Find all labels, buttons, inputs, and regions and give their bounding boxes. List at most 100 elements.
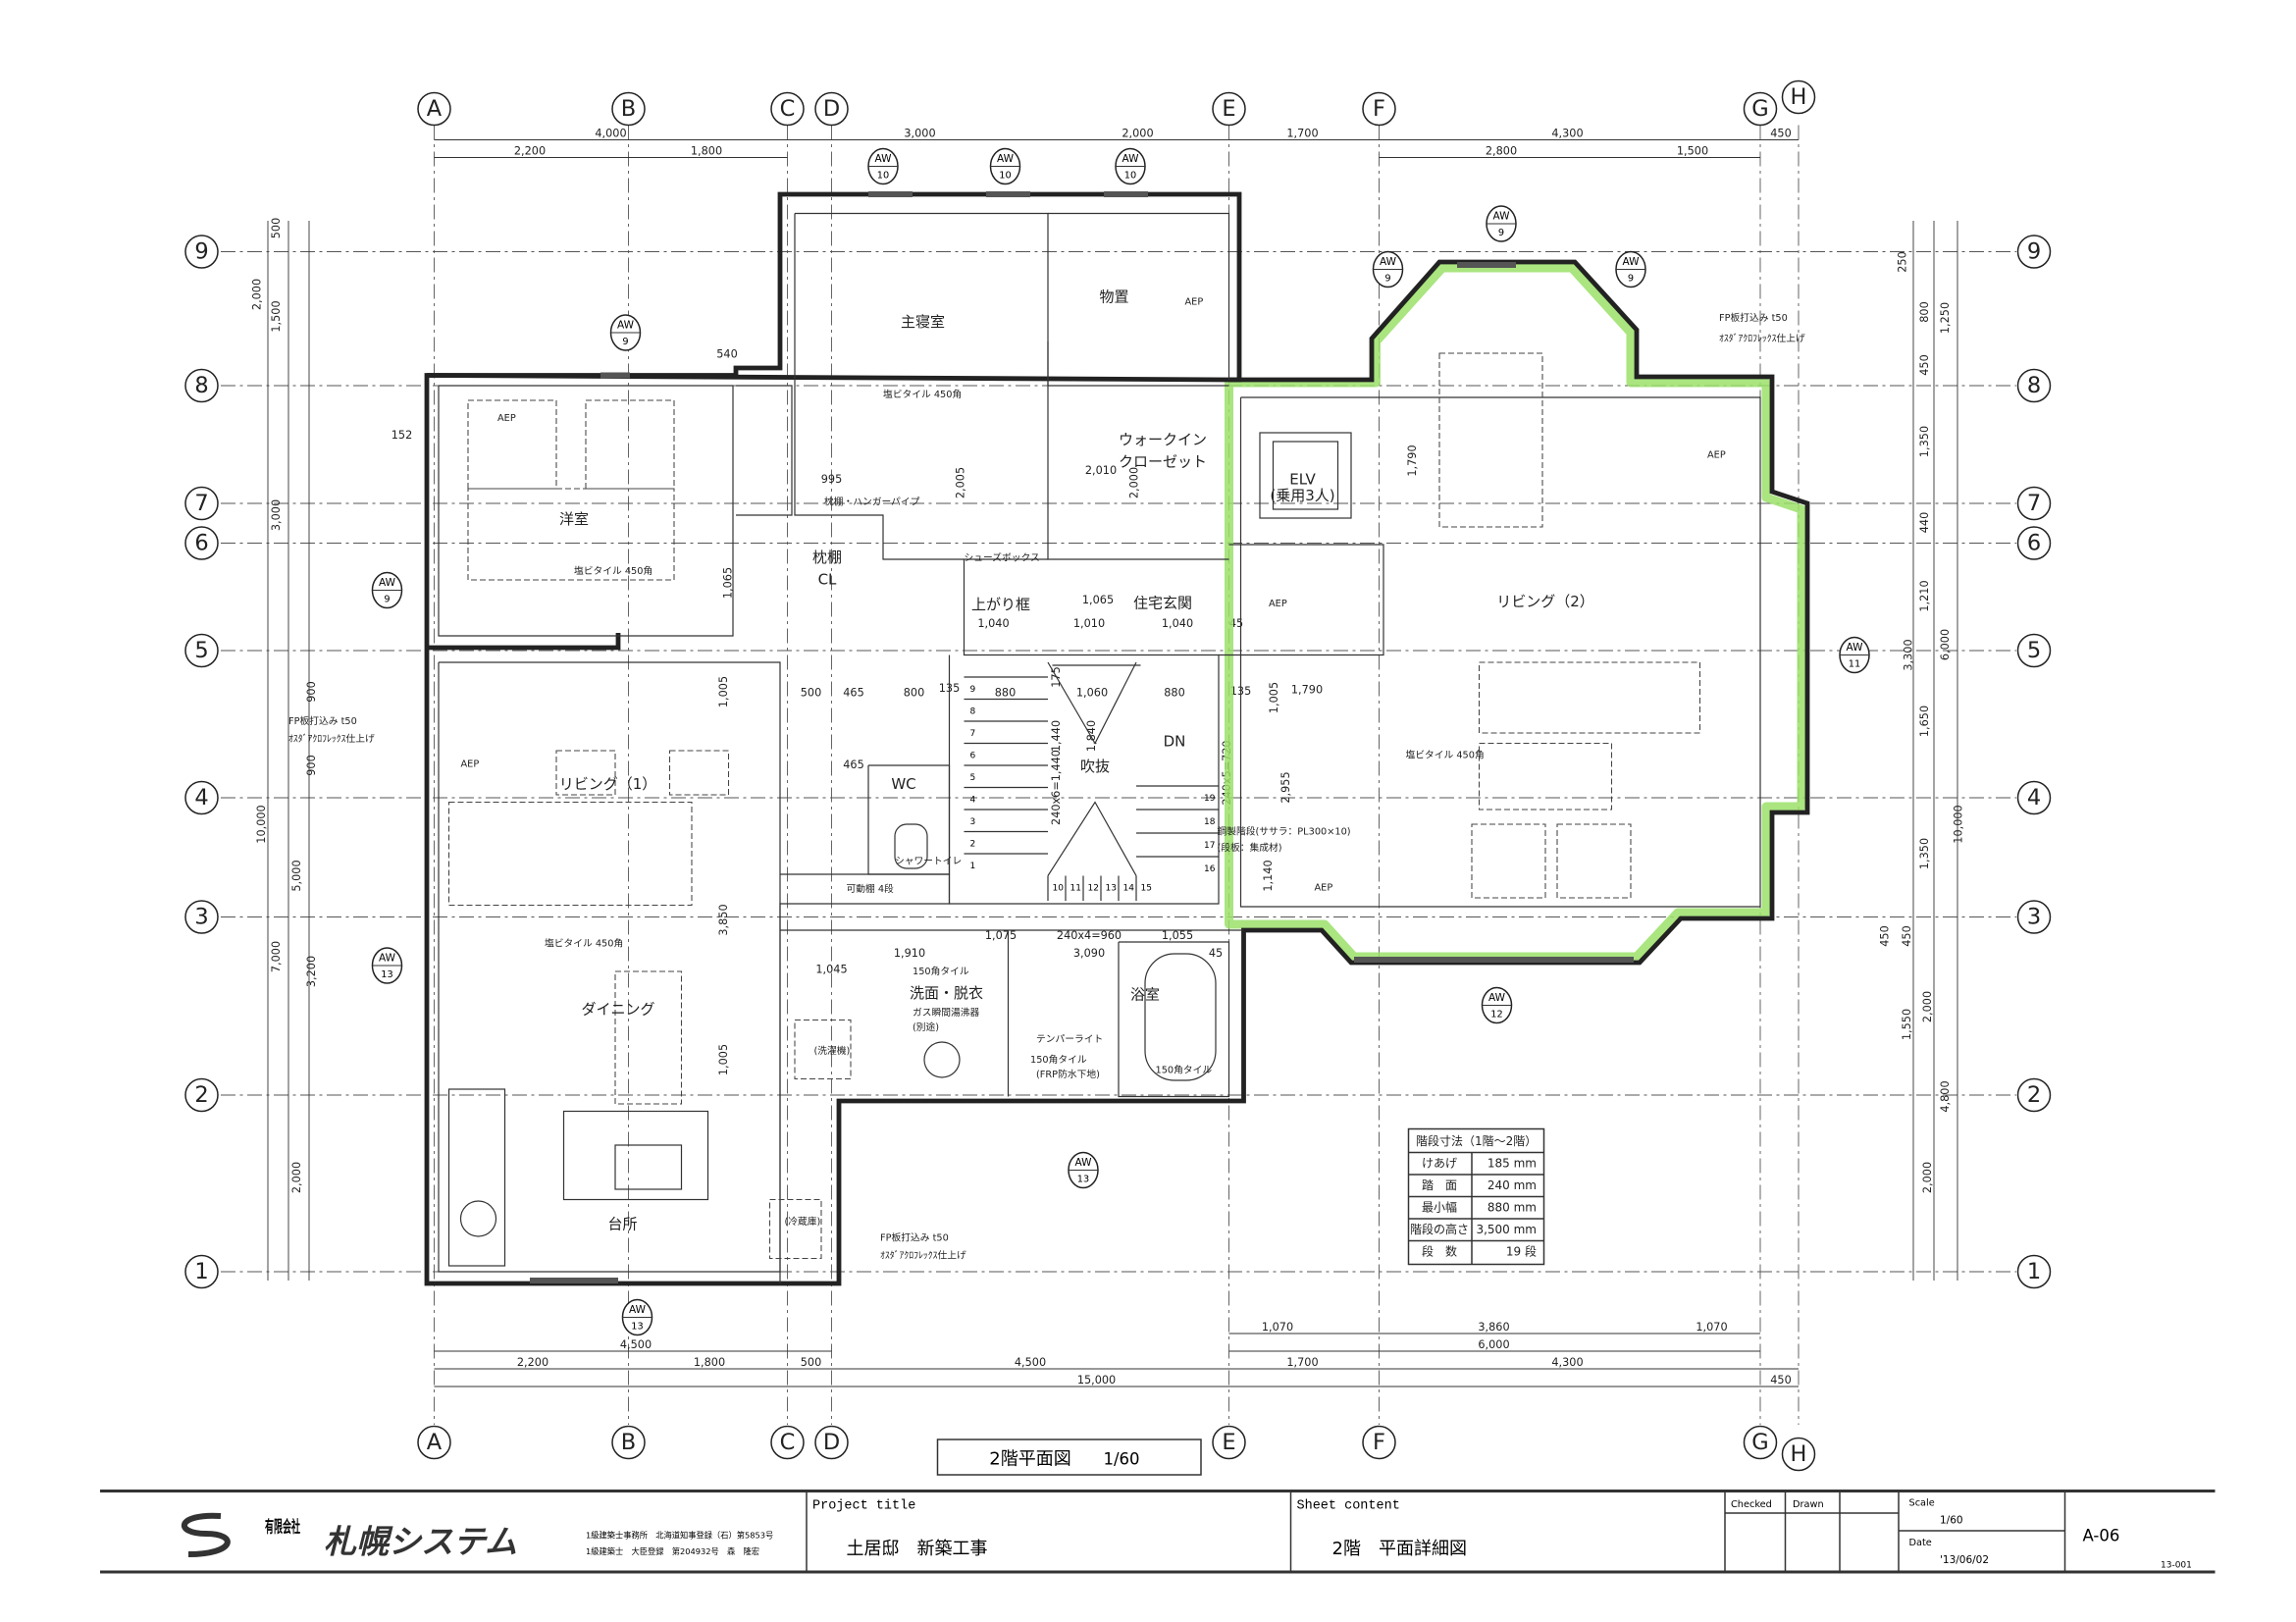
dimension-label: 10,000 xyxy=(1953,805,1965,843)
fixtures xyxy=(447,352,1701,1267)
window-type: AW xyxy=(1847,642,1864,654)
annotation: ガス瞬間湯沸器 xyxy=(913,1006,979,1019)
dimension-label: 1,650 xyxy=(1918,706,1931,737)
grid-bubble xyxy=(611,91,646,127)
dimension-label: 440 xyxy=(1918,512,1931,533)
grid-bubble-label: 4 xyxy=(194,785,208,811)
window-type: AW xyxy=(379,577,396,589)
window-type: AW xyxy=(629,1304,647,1316)
annotation: 塩ビタイル 450角 xyxy=(574,564,652,577)
grid-bubble xyxy=(1362,1425,1396,1460)
window-number: 10 xyxy=(999,171,1011,182)
date-value: '13/06/02 xyxy=(1940,1554,1989,1566)
annotation: ｵｽﾀﾞｱｸﾛﾌﾚｯｸｽ仕上げ xyxy=(1719,332,1805,344)
sink xyxy=(614,1144,683,1190)
window-opening xyxy=(986,191,1030,197)
dimension-label: 1,055 xyxy=(1162,929,1193,942)
grid-bubble xyxy=(1743,91,1778,127)
room-label: 物置 xyxy=(1099,288,1128,306)
stair-step-number: 2 xyxy=(970,840,976,850)
stair-step-number: 16 xyxy=(1204,864,1216,874)
dimension-label: 800 xyxy=(1918,301,1931,322)
room-label: 吹抜 xyxy=(1080,758,1110,775)
grid-bubble-label: A xyxy=(427,1430,443,1455)
dimension-label: 450 xyxy=(1770,1374,1791,1387)
stair-table-value: 3,500 mm xyxy=(1476,1223,1537,1236)
dimension-label: 500 xyxy=(270,218,283,238)
dimension-label: 3,850 xyxy=(717,904,730,935)
window-number: 13 xyxy=(1077,1175,1089,1185)
stair-table-value: 880 mm xyxy=(1487,1201,1537,1215)
dimension-label: 450 xyxy=(1901,925,1913,946)
dimension-label: 2,000 xyxy=(1921,991,1934,1022)
dimension-label: 880 xyxy=(995,687,1016,700)
dimension-label: 45 xyxy=(1209,947,1223,960)
title-block: 有限会社 札幌システム 1級建築士事務所 北海道知事登録（石）第5853号 1級… xyxy=(100,1490,2216,1574)
window-number: 9 xyxy=(1384,274,1390,285)
grid-bubble-label: 9 xyxy=(194,239,208,265)
dimension-label: 2,000 xyxy=(1921,1162,1934,1193)
room-label: (乗用3人) xyxy=(1270,487,1334,504)
grid-bubble-label: 4 xyxy=(2027,785,2041,811)
project-title-label: Project title xyxy=(812,1499,915,1514)
grid-bubble xyxy=(1781,1437,1816,1472)
sheet-number: A-06 xyxy=(2083,1527,2120,1545)
grid-bubble-label: 3 xyxy=(194,905,208,930)
window-type: AW xyxy=(1380,256,1397,268)
bathtub xyxy=(1144,953,1217,1081)
dimension-label: 15,000 xyxy=(1077,1374,1116,1387)
dimension-label: 1,065 xyxy=(722,567,735,599)
annotation: 塩ビタイル 450角 xyxy=(545,937,623,950)
dimension-label: 240x6=1,440 xyxy=(1050,750,1063,825)
refrigerator xyxy=(768,1198,822,1260)
dimension-label: 3,200 xyxy=(305,956,318,987)
grid-bubble-label: 1 xyxy=(2027,1259,2041,1284)
stair-step-number: 3 xyxy=(970,817,976,827)
dimension-label: 995 xyxy=(821,473,842,486)
grid-bubble-label: 1 xyxy=(194,1259,208,1284)
annotation: テンパーライト xyxy=(1036,1033,1103,1045)
dimension-label: 1,840 xyxy=(1085,720,1098,752)
grid-bubble-label: 6 xyxy=(194,531,208,556)
sofa xyxy=(1478,661,1701,734)
dimension-label: 1,800 xyxy=(691,145,722,158)
dimension-label: 1,070 xyxy=(1262,1321,1293,1334)
annotation: (洗濯機) xyxy=(814,1044,851,1057)
scale-value: 1/60 xyxy=(1940,1515,1963,1527)
project-number: 13-001 xyxy=(2161,1561,2192,1571)
annotation: AEP xyxy=(1269,599,1287,609)
dimension-label: 5,000 xyxy=(290,860,303,891)
dimension-label: 1,210 xyxy=(1918,580,1931,611)
grid-bubble-label: 9 xyxy=(2027,239,2041,265)
annotation: 塩ビタイル 450角 xyxy=(1406,749,1485,761)
grid-bubble xyxy=(417,1425,451,1460)
dimension-label: 1,040 xyxy=(1162,617,1193,630)
dimension-label: 1,250 xyxy=(1939,302,1952,334)
dimension-label: 10,000 xyxy=(255,805,268,843)
grid-bubble-label: E xyxy=(1222,1430,1235,1455)
grid-bubble-label: D xyxy=(823,96,840,122)
grid-bubble-label: H xyxy=(1791,1441,1807,1467)
window-number: 9 xyxy=(1628,274,1634,285)
grid-bubble xyxy=(184,368,219,403)
grid-bubble xyxy=(1362,91,1396,127)
washbasin xyxy=(923,1041,961,1078)
room-label: 上がり框 xyxy=(971,596,1030,613)
dimension-label: 500 xyxy=(801,1356,821,1369)
room-label: リビング（1） xyxy=(559,775,657,793)
annotation: AEP xyxy=(1707,450,1726,461)
grid-bubble xyxy=(1212,1425,1246,1460)
annotation: シューズボックス xyxy=(965,551,1040,564)
dimension-label: 1,140 xyxy=(1262,860,1275,891)
walls xyxy=(424,191,1810,1286)
room-label: CL xyxy=(818,571,837,589)
dining-table-left xyxy=(614,970,683,1105)
window-number: 13 xyxy=(631,1322,643,1333)
window-type: AW xyxy=(1623,256,1641,268)
dimension-label: 1,500 xyxy=(1677,145,1708,158)
grid-bubble-label: 2 xyxy=(194,1082,208,1108)
dimension-label: 2,000 xyxy=(251,279,264,310)
